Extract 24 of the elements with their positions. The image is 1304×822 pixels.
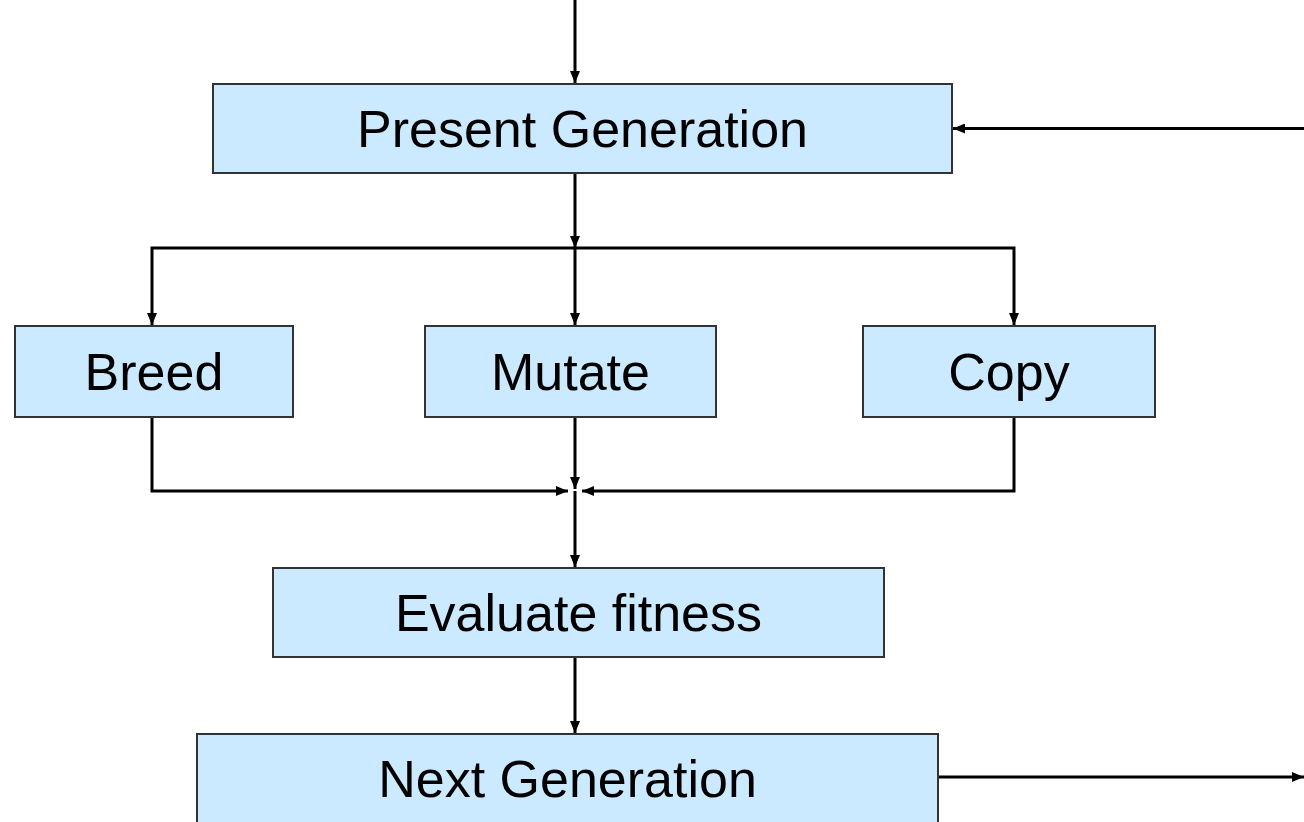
box-label: Breed [84,341,224,402]
arrow [570,491,580,567]
process-box [424,325,717,418]
arrow [582,418,1016,496]
arrow [570,248,580,325]
arrow [570,658,580,733]
process-box [196,733,939,822]
arrow [150,418,568,496]
box-label: Next Generation [378,749,757,809]
box-label: Present Generation [357,98,808,159]
arrow [570,174,580,248]
process-box [272,567,885,658]
process-box [14,325,294,418]
arrow [953,123,1304,134]
arrow [570,418,580,489]
process-box [212,83,953,174]
arrow [575,246,1019,325]
box-label: Mutate [491,341,650,402]
box-label: Copy [948,341,1070,402]
process-box [862,325,1156,418]
arrow [939,772,1304,782]
box-label: Evaluate fitness [394,582,763,643]
arrow [147,246,575,325]
arrow [570,0,580,83]
